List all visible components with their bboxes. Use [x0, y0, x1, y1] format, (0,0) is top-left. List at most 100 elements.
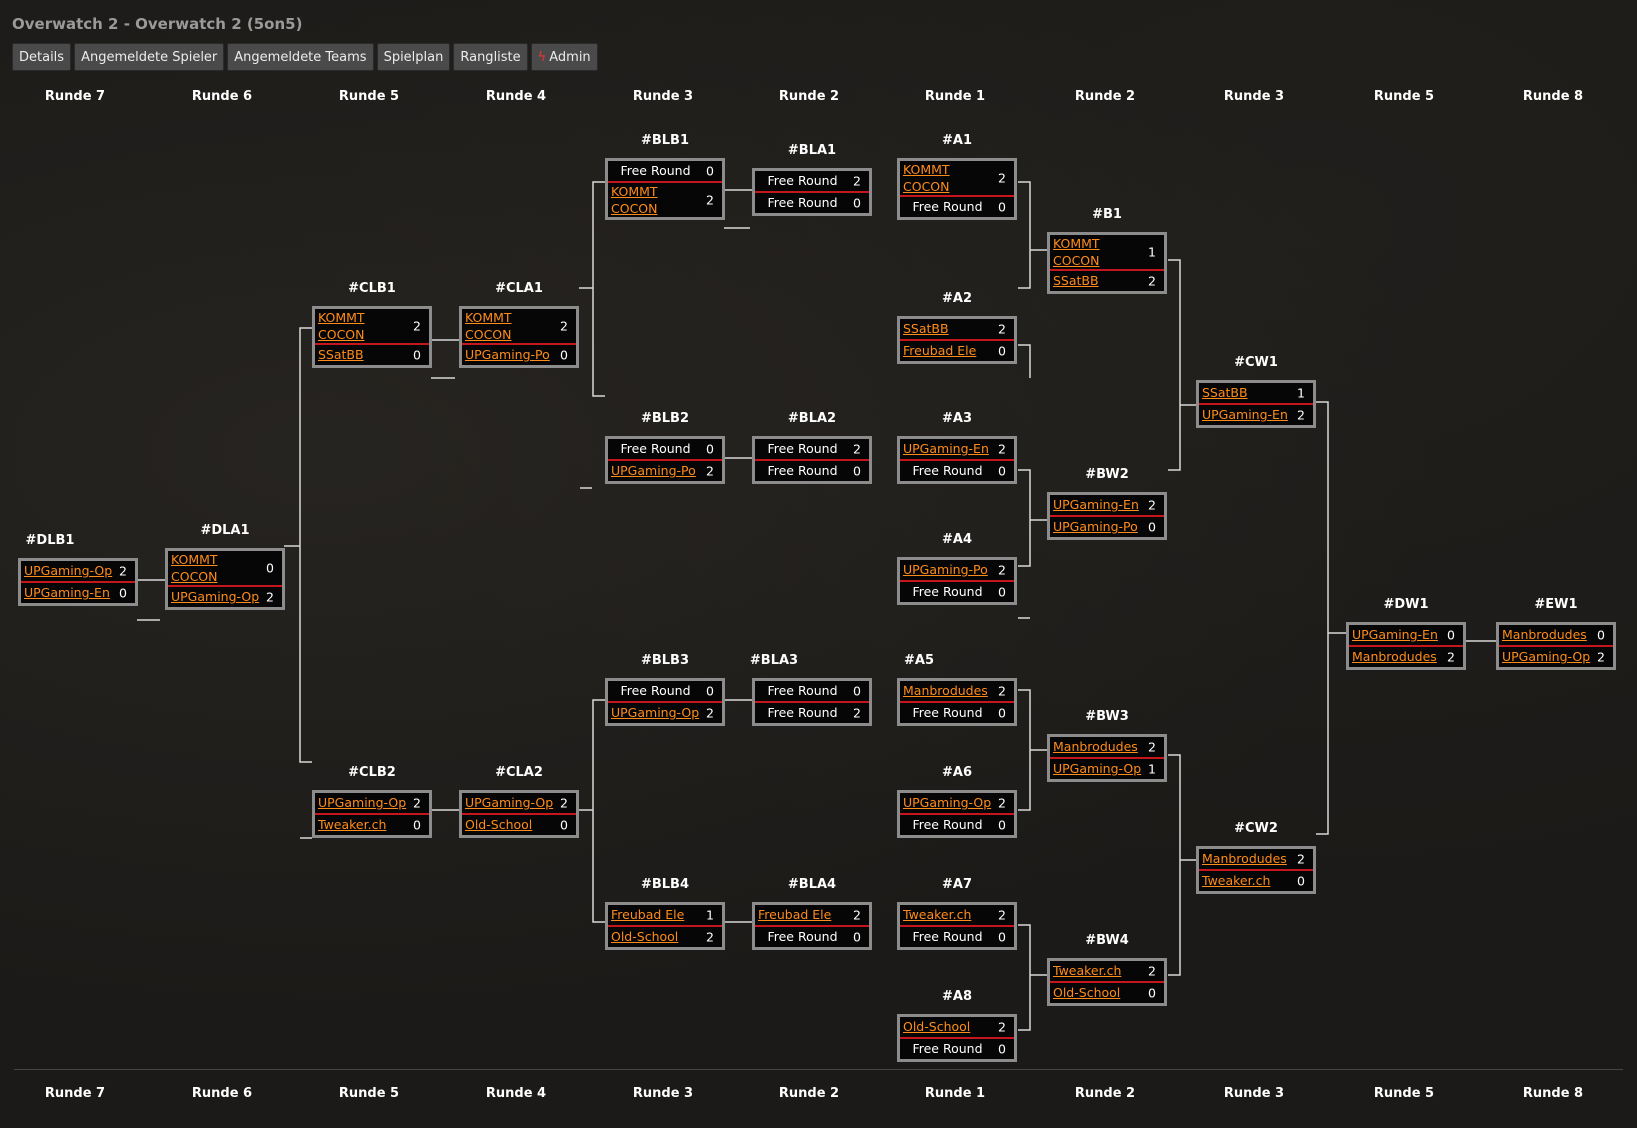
team-link[interactable]: UPGaming-En — [24, 585, 110, 600]
team-link[interactable]: Old-School — [465, 817, 533, 832]
team-link[interactable]: UPGaming-Po — [903, 562, 988, 577]
team-link[interactable]: UPGaming-Po — [465, 347, 550, 362]
team-link[interactable]: UPGaming-Po — [1053, 519, 1138, 534]
free-round-label: Free Round — [767, 173, 838, 188]
divider — [14, 1069, 1623, 1070]
team-link[interactable]: Manbrodudes — [1502, 627, 1587, 642]
team-link[interactable]: UPGaming-Op — [465, 795, 554, 810]
tab-bar: Details Angemeldete Spieler Angemeldete … — [12, 43, 598, 71]
tab-registered-teams[interactable]: Angemeldete Teams — [227, 43, 374, 71]
team-score: 2 — [998, 321, 1006, 337]
team-score: 2 — [853, 705, 861, 721]
match-label: #B1 — [1092, 207, 1122, 222]
tab-schedule[interactable]: Spielplan — [376, 43, 451, 71]
team-link[interactable]: Old-School — [1053, 985, 1121, 1000]
team-link[interactable]: Freubad Ele — [758, 907, 832, 922]
team-link[interactable]: Freubad Ele — [611, 907, 685, 922]
match-label: #CLA2 — [495, 765, 543, 780]
team-score: 0 — [853, 683, 861, 699]
match-label: #BW3 — [1085, 709, 1129, 724]
team-link[interactable]: Manbrodudes — [1202, 851, 1287, 866]
tab-registered-players[interactable]: Angemeldete Spieler — [74, 43, 225, 71]
team-link[interactable]: Manbrodudes — [903, 683, 988, 698]
team-link[interactable]: SSatBB — [318, 347, 364, 362]
team-link[interactable]: Manbrodudes — [1053, 739, 1138, 754]
team-link[interactable]: UPGaming-Op — [611, 705, 700, 720]
team-link[interactable]: SSatBB — [903, 321, 949, 336]
team-link[interactable]: Manbrodudes — [1352, 649, 1437, 664]
team-link[interactable]: Tweaker.ch — [1202, 873, 1271, 888]
round-header: Runde 8 — [1522, 89, 1584, 104]
team-link[interactable]: UPGaming-Op — [1053, 761, 1142, 776]
team-link[interactable]: UPGaming-En — [1352, 627, 1438, 642]
team-link[interactable]: SSatBB — [1053, 273, 1099, 288]
team-link[interactable]: Tweaker.ch — [903, 907, 972, 922]
tab-ranking[interactable]: Rangliste — [453, 43, 528, 71]
team-link[interactable]: Tweaker.ch — [318, 817, 387, 832]
team-link[interactable]: UPGaming-Po — [611, 463, 696, 478]
team-link[interactable]: UPGaming-Op — [171, 589, 260, 604]
team-link[interactable]: Tweaker.ch — [1053, 963, 1122, 978]
team-link[interactable]: Old-School — [903, 1019, 971, 1034]
team-score: 0 — [266, 560, 274, 576]
team-link[interactable]: Old-School — [611, 929, 679, 944]
team-link[interactable]: UPGaming-Op — [318, 795, 407, 810]
round-header: Runde 2 — [778, 1086, 840, 1101]
team-score: 2 — [853, 441, 861, 457]
team-link[interactable]: UPGaming-Op — [24, 563, 113, 578]
tab-details[interactable]: Details — [12, 43, 72, 71]
team-link[interactable]: Freubad Ele — [903, 343, 977, 358]
free-round-label: Free Round — [620, 683, 691, 698]
team-link[interactable]: SSatBB — [1202, 385, 1248, 400]
team-link[interactable]: UPGaming-En — [1053, 497, 1139, 512]
team-link[interactable]: UPGaming-Op — [903, 795, 992, 810]
team-link[interactable]: UPGaming-En — [1202, 407, 1288, 422]
team-score: 2 — [998, 170, 1006, 186]
team-link[interactable]: UPGaming-En — [903, 441, 989, 456]
team-link[interactable]: UPGaming-Op — [1502, 649, 1591, 664]
